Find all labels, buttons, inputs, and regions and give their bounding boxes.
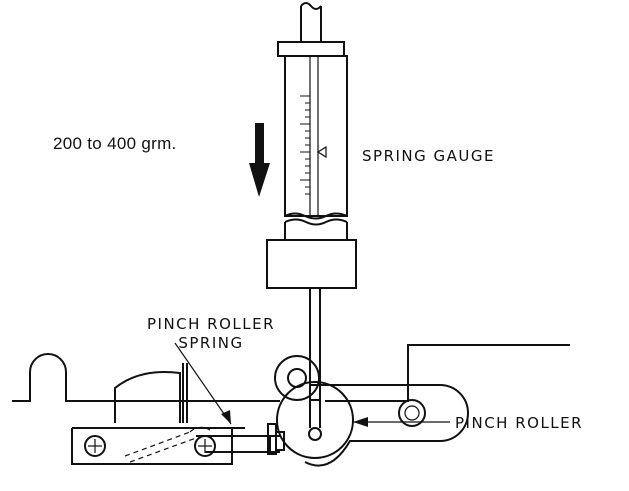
guide-block [114,363,188,423]
pinch-roller-spring-label-line1: PINCH ROLLER [147,315,275,333]
gauge-pointer [316,145,327,159]
force-arrow [249,123,270,197]
pinch-roller-spring-label-line2: SPRING [178,334,243,352]
pinch-roller-spring [196,423,285,455]
gauge-scale [300,95,310,195]
base-plate [71,426,245,465]
pinch-roller [276,381,354,459]
leader-lines [174,342,450,427]
chassis-outline [12,344,570,402]
pinch-roller-label: PINCH ROLLER [455,414,583,432]
spring-gauge [266,2,357,428]
spring-gauge-label: SPRING GAUGE [362,147,495,165]
force-label: 200 to 400 grm. [53,134,177,153]
pinch-roller-arm [304,384,469,467]
